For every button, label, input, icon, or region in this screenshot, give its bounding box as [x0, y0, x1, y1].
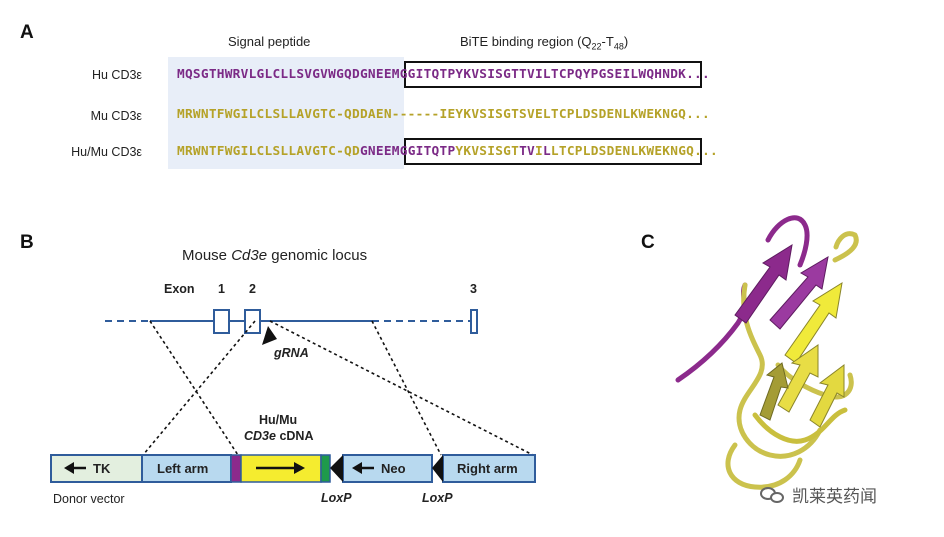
sequence-segment: YKVSISGT	[455, 144, 520, 159]
genomic-title-prefix: Mouse	[182, 247, 232, 264]
homology-lines	[142, 320, 534, 456]
bite-box-hu	[404, 61, 702, 88]
sequence-segment: GNEEMGGITQTP	[359, 144, 456, 159]
homology-line-1	[149, 320, 239, 456]
loxp-label-1: LoxP	[321, 491, 352, 505]
left-arm-label: Left arm	[157, 461, 209, 476]
neo-arrow-head	[352, 462, 362, 474]
loxp-label-2: LoxP	[422, 491, 453, 505]
sequence-segment: I	[534, 144, 543, 159]
grna-arrow	[262, 326, 277, 345]
left-arm-segment	[141, 454, 232, 483]
sequence-segment: CPLDSDENLKWEKNGQ...	[566, 144, 718, 159]
sequence-segment: LT	[550, 144, 567, 159]
panel-a-letter: A	[20, 22, 34, 43]
bite-header-prefix: BiTE binding region (Q	[460, 34, 592, 49]
exon-number-1: 1	[218, 282, 225, 296]
protein-structure	[675, 215, 859, 490]
loxp-triangle-1	[330, 455, 343, 482]
sequence-segment: MRWNTFWGILCLSLLAVGTC-	[177, 144, 345, 159]
panel-b-letter: B	[20, 232, 34, 253]
wechat-logo-icon	[760, 485, 786, 505]
cdna-arrow-head	[294, 462, 305, 474]
sequence-segment: CPLDSDENLKWEKNGQ...	[558, 107, 710, 122]
homology-line-4	[371, 320, 442, 456]
sequence-segment: QD	[344, 144, 360, 159]
sequence-segment: QDDAEN------IEYKVSISGTSVELT	[344, 107, 559, 122]
coil-n-terminus	[675, 282, 748, 383]
insert-start-marker	[230, 454, 242, 483]
loxp-triangle-2	[432, 455, 443, 482]
coil-loops	[675, 215, 859, 490]
sequence-humu: MRWNTFWGILCLSLLAVGTC-QDGNEEMGGITQTPYKVSI…	[177, 144, 718, 159]
sequence-mu: MRWNTFWGILCLSLLAVGTC-QDDAEN------IEYKVSI…	[177, 107, 710, 122]
homology-line-2	[142, 320, 256, 456]
beta-strand-yellow-2	[777, 344, 819, 413]
coil-upper-right	[832, 231, 859, 263]
signal-peptide-header: Signal peptide	[228, 34, 311, 49]
coil-lower-3	[752, 407, 848, 444]
right-arm-segment	[442, 454, 536, 483]
bite-header-suffix: )	[623, 34, 629, 49]
insert-end-marker	[320, 454, 331, 483]
genomic-locus	[105, 309, 478, 334]
beta-strand-yellow-1	[784, 281, 843, 364]
beta-strand-yellow-3	[809, 364, 845, 428]
sequence-segment: CPQYPGSEILWQHNDK...	[558, 67, 710, 82]
genomic-locus-title: Mouse Cd3e genomic locus	[182, 247, 367, 264]
right-arm-label: Right arm	[457, 461, 518, 476]
exon-1-box	[213, 309, 230, 334]
insert-label-line2: CD3e cDNA	[244, 429, 313, 443]
exon-2-box	[244, 309, 261, 334]
row-label-mu: Mu CD3ε	[90, 109, 142, 123]
sequence-hu: MQSGTHWRVLGLCLLSVGVWGQDGNEEMGGITQTPYKVSI…	[177, 67, 710, 82]
bite-box-humu	[404, 138, 702, 165]
neo-label: Neo	[381, 461, 406, 476]
exon-number-2: 2	[249, 282, 256, 296]
row-label-humu: Hu/Mu CD3ε	[71, 145, 142, 159]
sequence-segment: L	[542, 144, 551, 159]
bite-region-header: BiTE binding region (Q22-T48)	[460, 34, 628, 52]
beta-strand-olive-back	[759, 362, 789, 421]
exon-3-box	[470, 309, 478, 334]
insert-label-gene: CD3e	[244, 429, 276, 443]
genomic-title-gene: Cd3e	[231, 247, 268, 264]
sequence-segment: QDGNEEMGGITQTPYKVSISGTTVILT	[344, 67, 559, 82]
grna-label: gRNA	[274, 346, 309, 360]
sequence-segment: TV	[519, 144, 535, 159]
sequence-segment: MRWNTFWGILCLSLLAVGTC-	[177, 107, 345, 122]
coil-bottom	[725, 442, 803, 490]
coil-lower-1	[736, 282, 823, 459]
donor-vector-label: Donor vector	[53, 492, 125, 506]
bite-header-sub2: 48	[613, 41, 624, 52]
watermark: 凯莱英药闻	[760, 482, 877, 507]
tk-label: TK	[93, 461, 111, 476]
insert-label-line1: Hu/Mu	[259, 413, 298, 427]
exon-label: Exon	[164, 282, 195, 296]
homology-line-3	[269, 320, 534, 456]
sequence-segment: MQSGTHWRVLGLCLLSVGVWG	[177, 67, 345, 82]
watermark-text: 凯莱英药闻	[792, 487, 877, 507]
beta-strand-purple-1	[734, 243, 793, 324]
tk-arrow-head	[64, 462, 74, 474]
exon-number-3: 3	[470, 282, 477, 296]
coil-hairpin-top	[765, 215, 810, 268]
bite-header-sub1: 22	[591, 41, 602, 52]
bite-header-mid: -T	[601, 34, 614, 49]
genomic-title-suffix: genomic locus	[267, 247, 368, 264]
row-label-hu: Hu CD3ε	[91, 68, 142, 82]
donor-vector	[50, 454, 536, 483]
beta-strand-purple-2	[769, 256, 829, 330]
signal-peptide-background	[168, 57, 404, 169]
beta-strands	[734, 243, 845, 428]
panel-c-letter: C	[641, 232, 655, 253]
insert-label-suffix: cDNA	[275, 429, 314, 443]
